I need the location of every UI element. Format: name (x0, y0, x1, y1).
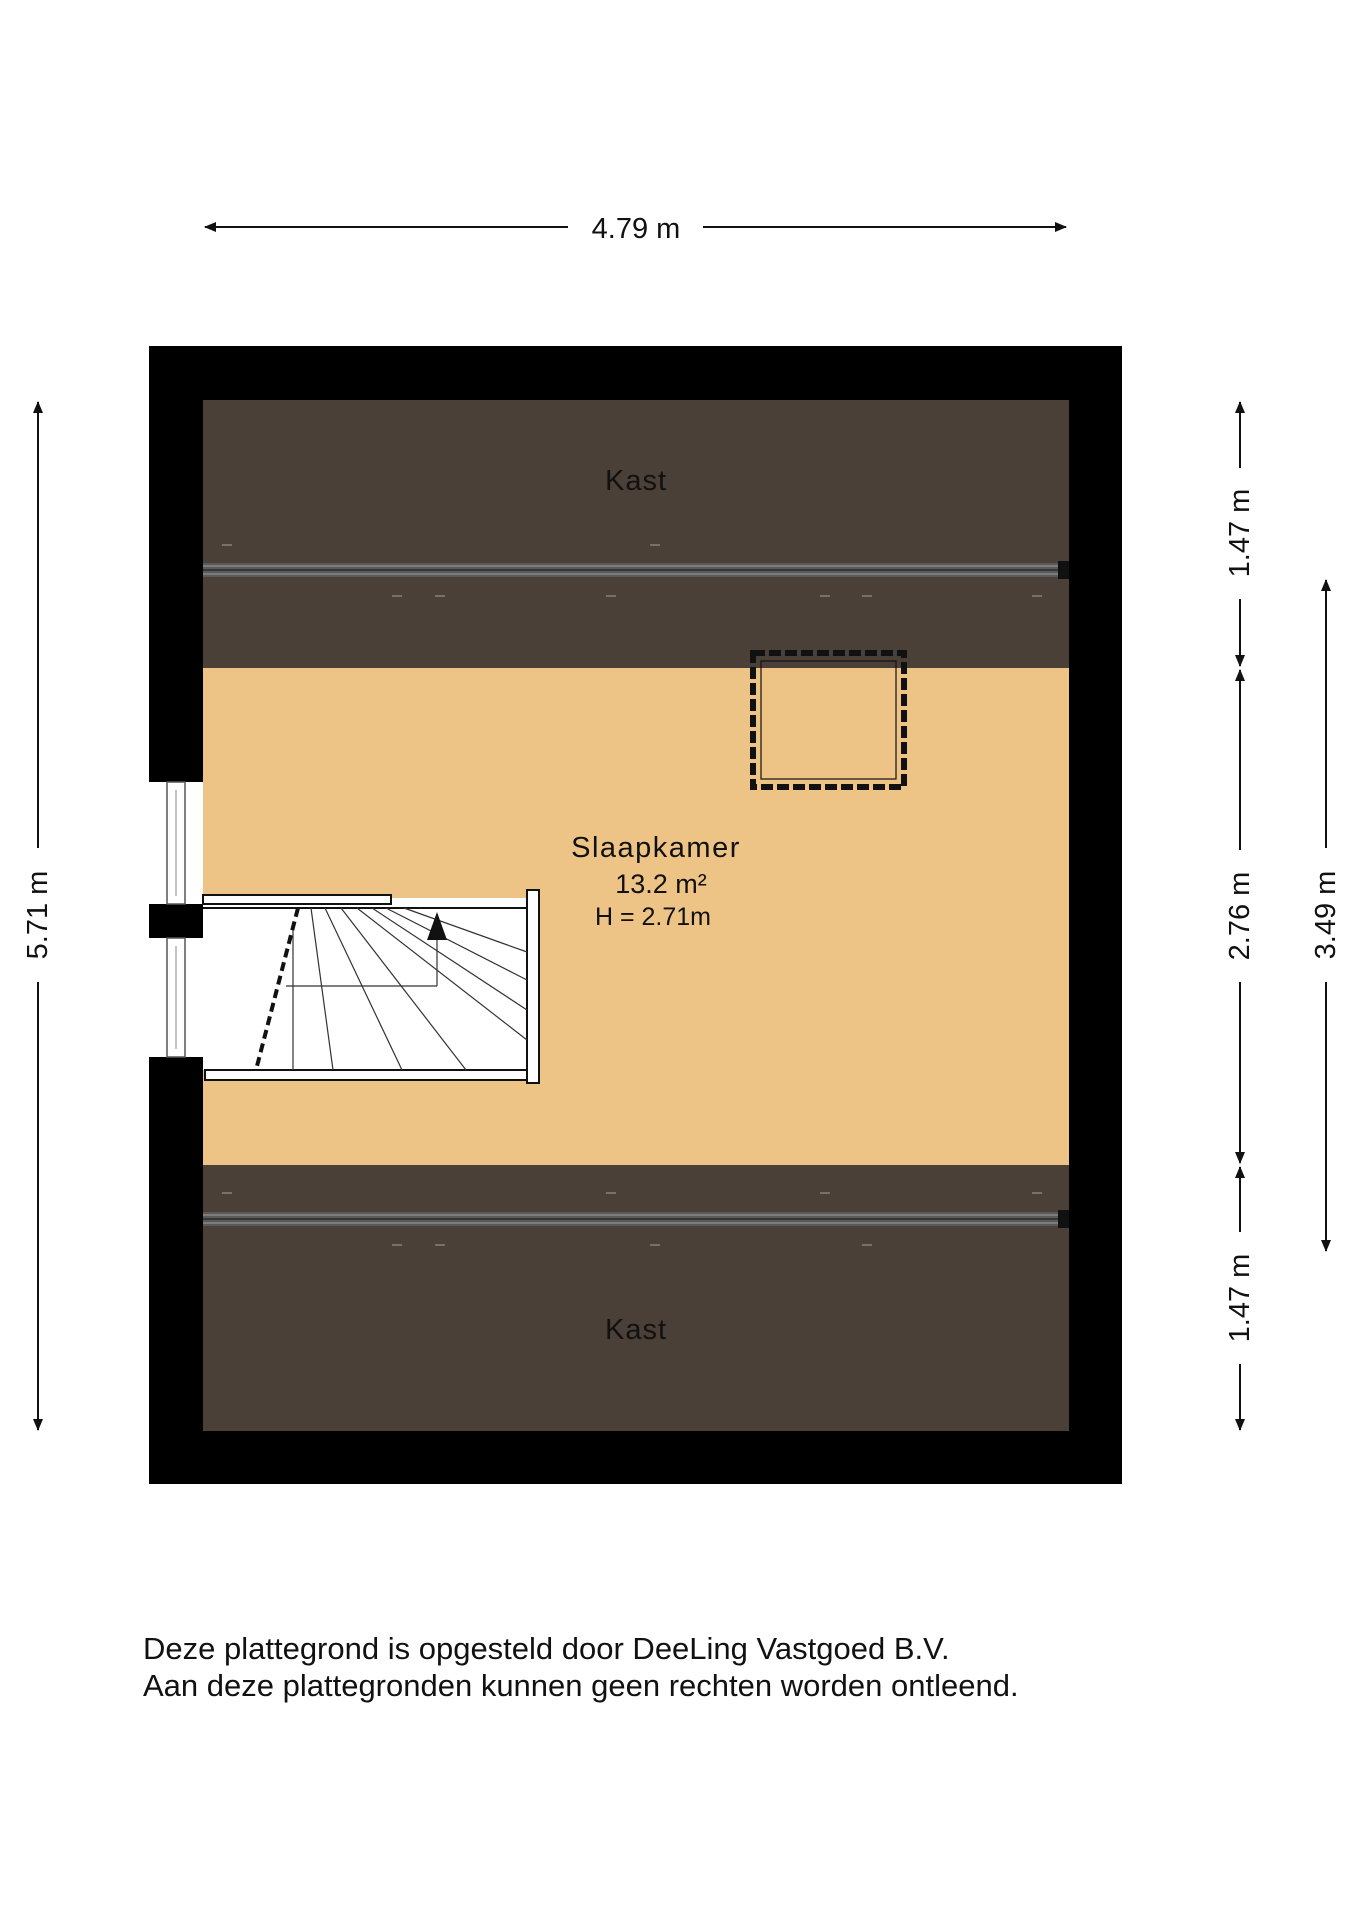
disclaimer-line-1: Deze plattegrond is opgesteld door DeeLi… (143, 1631, 950, 1666)
slaapkamer-label: Slaapkamer (571, 832, 741, 864)
slaapkamer-height: H = 2.71m (595, 903, 711, 931)
wardrobe-rail-top (203, 561, 1069, 579)
dim-top-kast-label: 1.47 m (1224, 489, 1256, 578)
window-left (149, 781, 203, 1058)
dim-room-depth-label: 2.76 m (1224, 872, 1256, 961)
dimension-bottom-kast: 1.47 m (1224, 1166, 1256, 1431)
dimension-room-depth: 2.76 m (1224, 669, 1256, 1164)
kast-bottom-floor (203, 1165, 1069, 1431)
stair-direction-arrow (427, 912, 447, 940)
dim-total-depth-label: 5.71 m (22, 871, 54, 960)
dim-total-width-label: 4.79 m (592, 213, 681, 245)
kast-top-floor (203, 400, 1069, 668)
kast-bottom-label: Kast (605, 1314, 667, 1346)
disclaimer-line-2: Aan deze plattegronden kunnen geen recht… (143, 1668, 1019, 1703)
dimension-height-zone: 3.49 m (1310, 579, 1342, 1252)
dim-height-zone-label: 3.49 m (1310, 871, 1342, 960)
disclaimer: Deze plattegrond is opgesteld door DeeLi… (143, 1630, 1293, 1704)
dimension-total-depth: 5.71 m (22, 401, 54, 1431)
slide-marks (222, 544, 1042, 1246)
slaapkamer-area: 13.2 m² (615, 869, 707, 899)
wardrobe-rail-bottom (203, 1210, 1069, 1228)
skylight (750, 650, 907, 790)
staircase (202, 889, 540, 1084)
kast-top-label: Kast (605, 465, 667, 497)
dimension-top-kast: 1.47 m (1224, 401, 1256, 667)
dimension-total-width: 4.79 m (204, 213, 1067, 245)
dim-bottom-kast-label: 1.47 m (1224, 1254, 1256, 1343)
